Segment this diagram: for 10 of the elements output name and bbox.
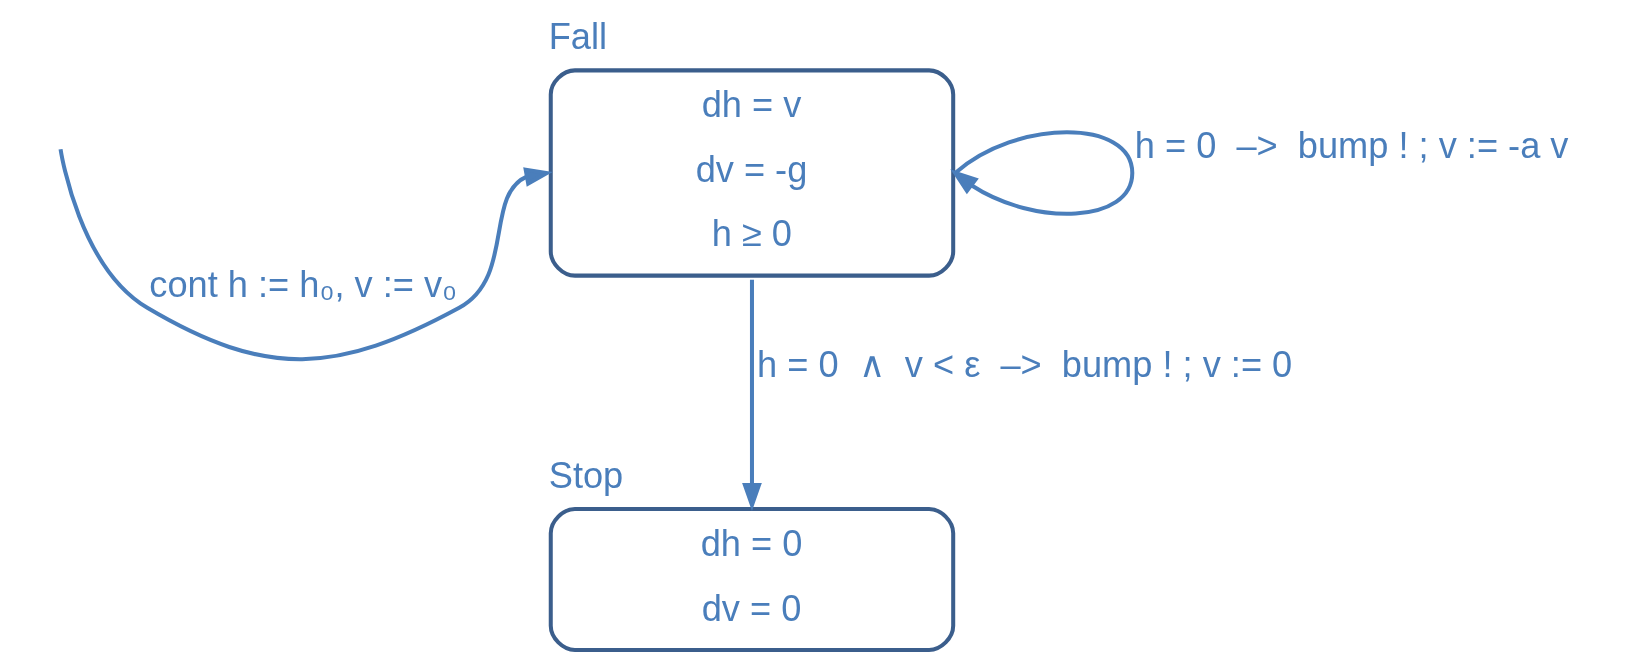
- edge-label: cont h := h₀, v := v₀: [149, 263, 458, 305]
- edge-label: h = 0 –> bump ! ; v := -a v: [1134, 124, 1569, 166]
- node-box: dh = 0 dv = 0: [548, 507, 956, 652]
- node-label: Stop: [548, 454, 624, 496]
- edge-label: h = 0 ∧ v < ε –> bump ! ; v := 0: [757, 344, 1293, 386]
- arrow: [742, 279, 762, 512]
- node-label: Fall: [548, 16, 608, 58]
- arrow: [58, 148, 553, 361]
- arrow: [950, 130, 1135, 216]
- node-box: dh = v dv = -g h ≥ 0: [548, 68, 956, 278]
